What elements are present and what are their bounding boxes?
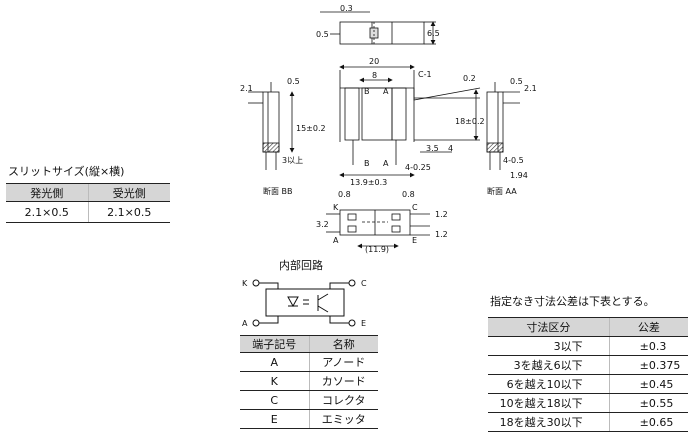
slit-value-emitter: 2.1×0.5 — [6, 201, 88, 223]
dim-front-02: 0.2 — [463, 74, 476, 83]
dim-aa-194: 1.94 — [510, 171, 528, 180]
tolerance-value: ±0.65 — [608, 412, 688, 432]
section-bb — [248, 82, 295, 170]
table-row: K カソード — [240, 371, 378, 391]
tolerance-note: 指定なき寸法公差は下表とする。 — [490, 295, 655, 308]
dim-bot-119: (11.9) — [365, 245, 389, 254]
dim-aa-05: 0.5 — [510, 77, 523, 86]
dim-bb-15: 15±0.2 — [296, 124, 326, 133]
terminal-symbol: A — [240, 352, 309, 372]
dim-top-05: 0.5 — [316, 30, 329, 39]
dim-front-4: 4 — [448, 144, 453, 153]
internal-circuit-diagram: K A C E — [242, 279, 367, 328]
dimension-drawing: 0.3 0.5 6.5 20 8 C-1 0.2 18±0.2 B A B A … — [240, 4, 537, 254]
dim-front-8: 8 — [372, 71, 377, 80]
tolerance-table: 寸法区分 公差 3以下 ±0.3 3を越え6以下 ±0.375 6を越え10以下… — [488, 317, 688, 432]
dim-top-65: 6.5 — [427, 29, 440, 38]
dim-front-139: 13.9±0.3 — [350, 178, 387, 187]
terminal-name: カソード — [308, 371, 378, 391]
table-row: 18を越え30以下 ±0.65 — [488, 412, 688, 432]
front-label-a: A — [383, 87, 389, 96]
table-row: 3以下 ±0.3 — [488, 336, 688, 356]
dim-front-18: 18±0.2 — [455, 117, 485, 126]
dim-aa-4-05: 4-0.5 — [503, 156, 524, 165]
dim-bb-21: 2.1 — [240, 84, 253, 93]
tolerance-range: 3以下 — [488, 336, 610, 356]
table-row: E エミッタ — [240, 409, 378, 429]
front-view — [339, 64, 481, 178]
slit-title: スリットサイズ(縦×横) — [8, 165, 125, 178]
dim-aa-21: 2.1 — [524, 84, 537, 93]
circuit-k: K — [242, 279, 248, 288]
dim-bot-08a: 0.8 — [338, 190, 351, 199]
circuit-a: A — [242, 319, 248, 328]
tolerance-value: ±0.45 — [608, 374, 688, 394]
terminal-symbol: K — [240, 371, 309, 391]
tolerance-range: 18を越え30以下 — [488, 412, 610, 432]
terminal-symbol: E — [240, 409, 309, 429]
tolerance-value: ±0.375 — [608, 355, 688, 375]
terminal-symbol: C — [240, 390, 309, 410]
dim-bot-08b: 0.8 — [402, 190, 415, 199]
dim-front-4-025: 4-0.25 — [405, 163, 431, 172]
table-row: 10を越え18以下 ±0.55 — [488, 393, 688, 413]
circuit-c: C — [361, 279, 367, 288]
tolerance-header-range: 寸法区分 — [488, 317, 610, 337]
tolerance-range: 10を越え18以下 — [488, 393, 610, 413]
dim-bot-12b: 1.2 — [435, 230, 448, 239]
slit-value-receiver: 2.1×0.5 — [87, 201, 170, 223]
terminal-header-name: 名称 — [308, 335, 378, 353]
bot-label-c: C — [412, 203, 418, 212]
table-row: A アノード — [240, 352, 378, 372]
bot-label-a: A — [333, 236, 339, 245]
table-row: 6を越え10以下 ±0.45 — [488, 374, 688, 394]
tolerance-range: 6を越え10以下 — [488, 374, 610, 394]
terminal-name: エミッタ — [308, 409, 378, 429]
top-view — [320, 11, 436, 45]
bot-label-k: K — [333, 203, 339, 212]
dim-front-c1: C-1 — [418, 70, 432, 79]
dim-bb-05: 0.5 — [287, 77, 300, 86]
dim-front-35: 3.5 — [426, 144, 439, 153]
slit-header-receiver: 受光側 — [87, 183, 170, 202]
circuit-e: E — [361, 319, 366, 328]
circuit-title: 内部回路 — [279, 259, 323, 272]
terminal-table: 端子記号 名称 A アノード K カソード C コレクタ E エミッタ — [240, 335, 378, 429]
tolerance-value: ±0.55 — [608, 393, 688, 413]
table-row: C コレクタ — [240, 390, 378, 410]
dim-bot-32: 3.2 — [316, 220, 329, 229]
terminal-header-symbol: 端子記号 — [240, 335, 309, 353]
table-row: 3を越え6以下 ±0.375 — [488, 355, 688, 375]
dim-bot-12a: 1.2 — [435, 210, 448, 219]
front-label-b: B — [364, 87, 370, 96]
section-aa — [486, 82, 520, 170]
front-label-b2: B — [364, 159, 370, 168]
dim-bb-3: 3以上 — [282, 156, 303, 165]
slit-header-emitter: 発光側 — [6, 183, 88, 202]
dim-front-20: 20 — [369, 57, 379, 66]
dim-top-03: 0.3 — [340, 4, 353, 13]
bot-label-e: E — [412, 236, 417, 245]
tolerance-range: 3を越え6以下 — [488, 355, 610, 375]
section-bb-label: 断面 BB — [263, 186, 293, 196]
terminal-name: コレクタ — [308, 390, 378, 410]
tolerance-header-value: 公差 — [608, 317, 688, 337]
section-aa-label: 断面 AA — [487, 186, 517, 196]
bottom-view — [326, 209, 430, 249]
terminal-name: アノード — [308, 352, 378, 372]
tolerance-value: ±0.3 — [608, 336, 688, 356]
slit-table: 発光側 受光側 2.1×0.5 2.1×0.5 — [6, 183, 170, 223]
front-label-a2: A — [383, 159, 389, 168]
